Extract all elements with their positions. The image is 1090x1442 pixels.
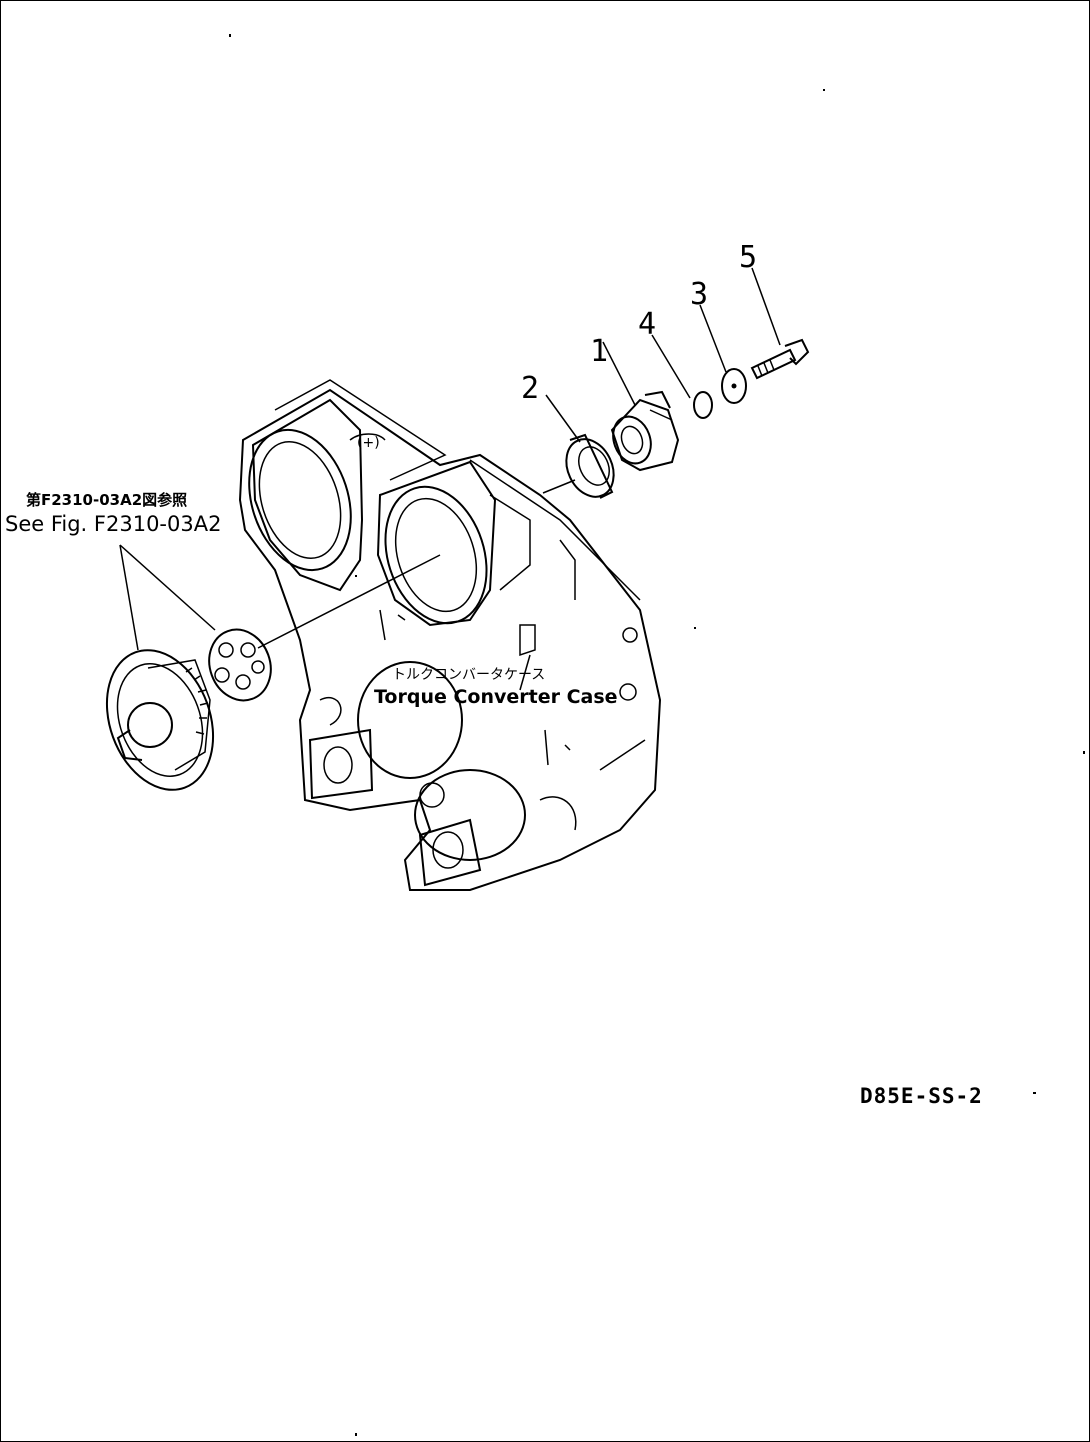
part-5-bolt <box>750 338 810 380</box>
torque-converter-case-drawing: (+) <box>238 379 662 891</box>
callout-1: 1 <box>590 334 608 369</box>
drawing-code: D85E-SS-2 <box>860 1084 983 1108</box>
part-4-o-ring <box>693 391 713 419</box>
case-label-jp: トルクコンバータケース <box>392 667 545 683</box>
torque-converter-assembly-drawing <box>105 628 272 791</box>
svg-text:(+): (+) <box>357 435 380 451</box>
part-2-bearing <box>565 433 615 499</box>
leader-lines <box>119 267 781 691</box>
reference-note-jp: 第F2310-03A2図参照 <box>26 491 187 509</box>
callout-5: 5 <box>739 240 757 275</box>
callout-3: 3 <box>690 277 708 312</box>
part-3-washer <box>721 368 747 404</box>
scan-specks <box>229 34 1085 1436</box>
case-label-en: Torque Converter Case <box>374 686 618 708</box>
callout-4: 4 <box>638 307 656 342</box>
reference-note-en: See Fig. F2310-03A2 <box>5 512 221 536</box>
part-1-housing <box>610 390 680 472</box>
callout-2: 2 <box>521 371 539 406</box>
